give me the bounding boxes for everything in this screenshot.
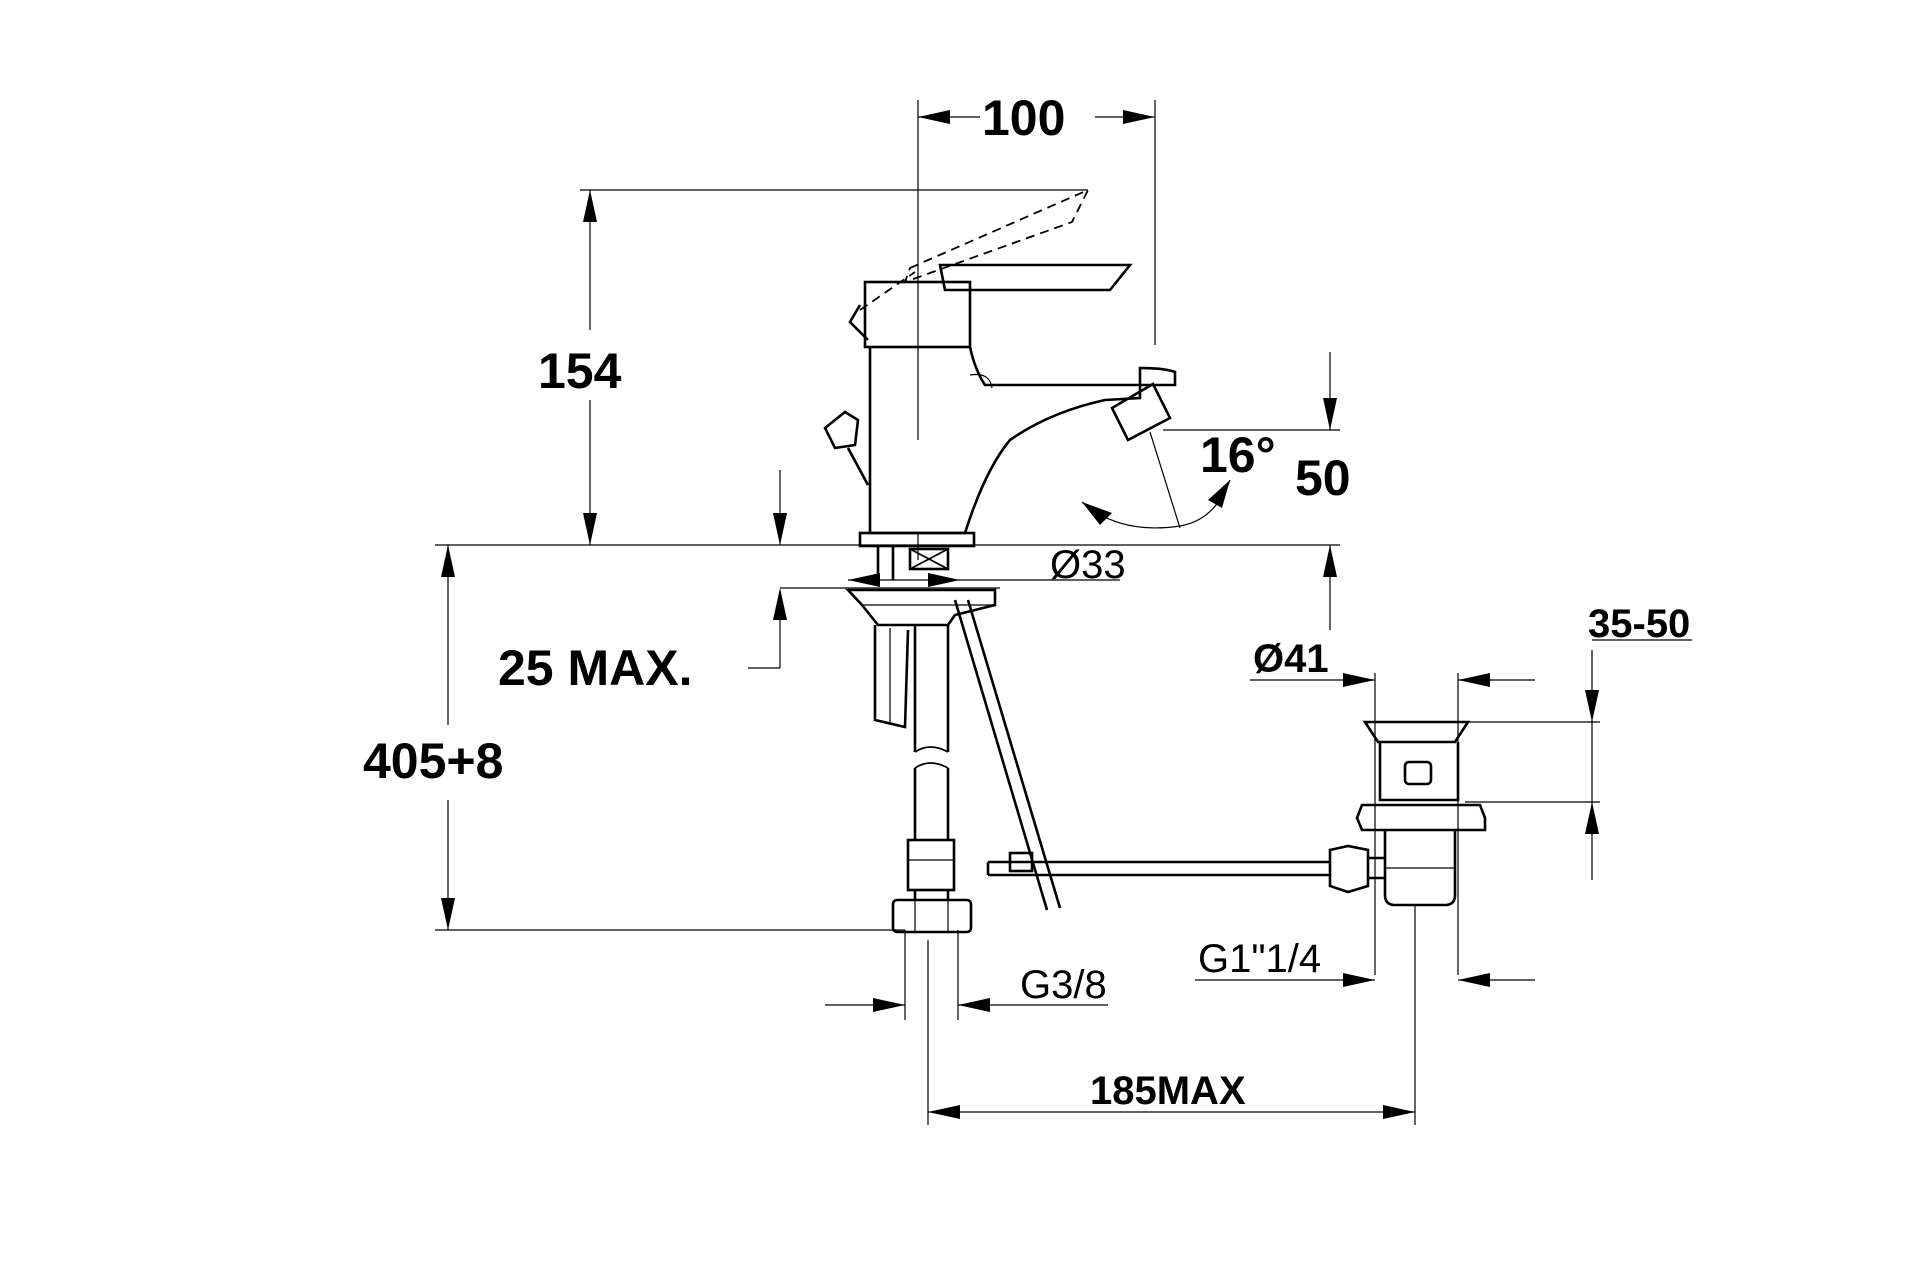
popup-rod bbox=[953, 599, 1330, 911]
dim-max-deck-thickness: 25 MAX. bbox=[498, 640, 693, 696]
dim-max-center-distance: 185MAX bbox=[1090, 1069, 1246, 1113]
waste-drain bbox=[1328, 720, 1487, 907]
dim-spout-height: 50 bbox=[1295, 450, 1351, 506]
dim-waste-thread: G1"1/4 bbox=[1198, 937, 1321, 981]
arrowheads bbox=[441, 110, 1599, 1119]
dim-spout-reach: 100 bbox=[982, 90, 1065, 146]
dim-waste-deck-range: 35-50 bbox=[1588, 602, 1690, 646]
fixing-and-supply-hose bbox=[845, 546, 997, 934]
dim-hole-diameter: Ø33 bbox=[1050, 543, 1126, 587]
dim-supply-length: 405+8 bbox=[363, 733, 503, 789]
faucet-mixer bbox=[823, 188, 1177, 560]
dim-spout-angle: 16° bbox=[1200, 427, 1276, 483]
dim-total-height: 154 bbox=[538, 343, 622, 399]
dim-supply-thread: G3/8 bbox=[1020, 963, 1107, 1007]
dim-waste-diameter: Ø41 bbox=[1253, 637, 1329, 681]
